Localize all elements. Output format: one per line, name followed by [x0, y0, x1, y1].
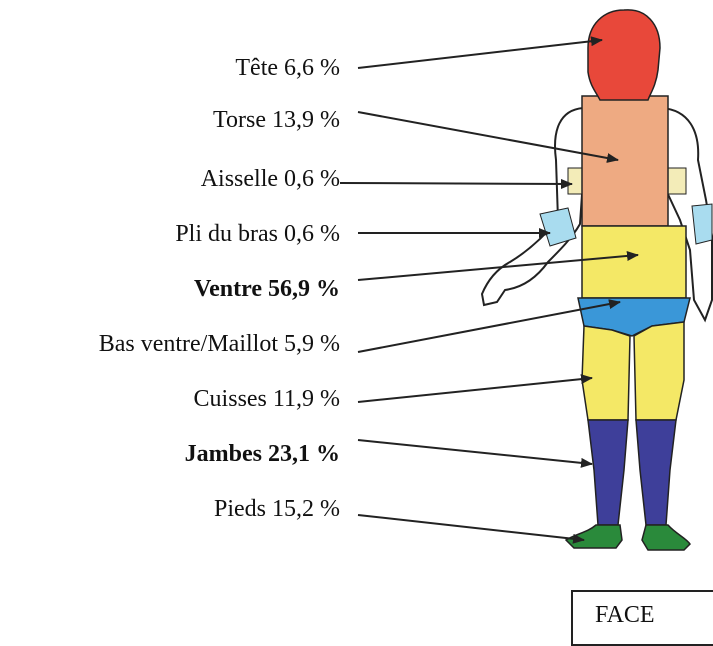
label-legs: Jambes 23,1 %	[185, 440, 340, 468]
label-torso: Torse 13,9 %	[213, 106, 340, 134]
left-leg-region	[588, 420, 628, 525]
right-thigh-region	[634, 322, 684, 420]
left-foot-region	[566, 525, 622, 548]
arrow-leg	[358, 440, 592, 464]
belly-region	[582, 226, 686, 298]
right-elbow-region	[692, 204, 712, 244]
label-head: Tête 6,6 %	[235, 54, 340, 82]
arrow-foot	[358, 515, 584, 540]
label-elbow-fold: Pli du bras 0,6 %	[175, 220, 340, 248]
label-thighs: Cuisses 11,9 %	[194, 385, 340, 413]
label-lower-belly-swimsuit: Bas ventre/Maillot 5,9 %	[99, 330, 340, 358]
head-region	[588, 10, 660, 100]
label-feet: Pieds 15,2 %	[214, 495, 340, 523]
view-label: FACE	[595, 602, 655, 629]
left-thigh-region	[582, 326, 630, 420]
arrow-head	[358, 40, 602, 68]
label-belly: Ventre 56,9 %	[194, 275, 340, 303]
arrow-swimsuit	[358, 302, 620, 352]
right-leg-region	[636, 420, 676, 525]
arrow-armpit	[340, 183, 572, 184]
arrow-thigh	[358, 378, 592, 402]
right-foot-region	[642, 525, 690, 550]
view-label-box: FACE	[571, 590, 713, 646]
torso-region	[582, 96, 668, 226]
label-armpit: Aisselle 0,6 %	[201, 165, 340, 193]
